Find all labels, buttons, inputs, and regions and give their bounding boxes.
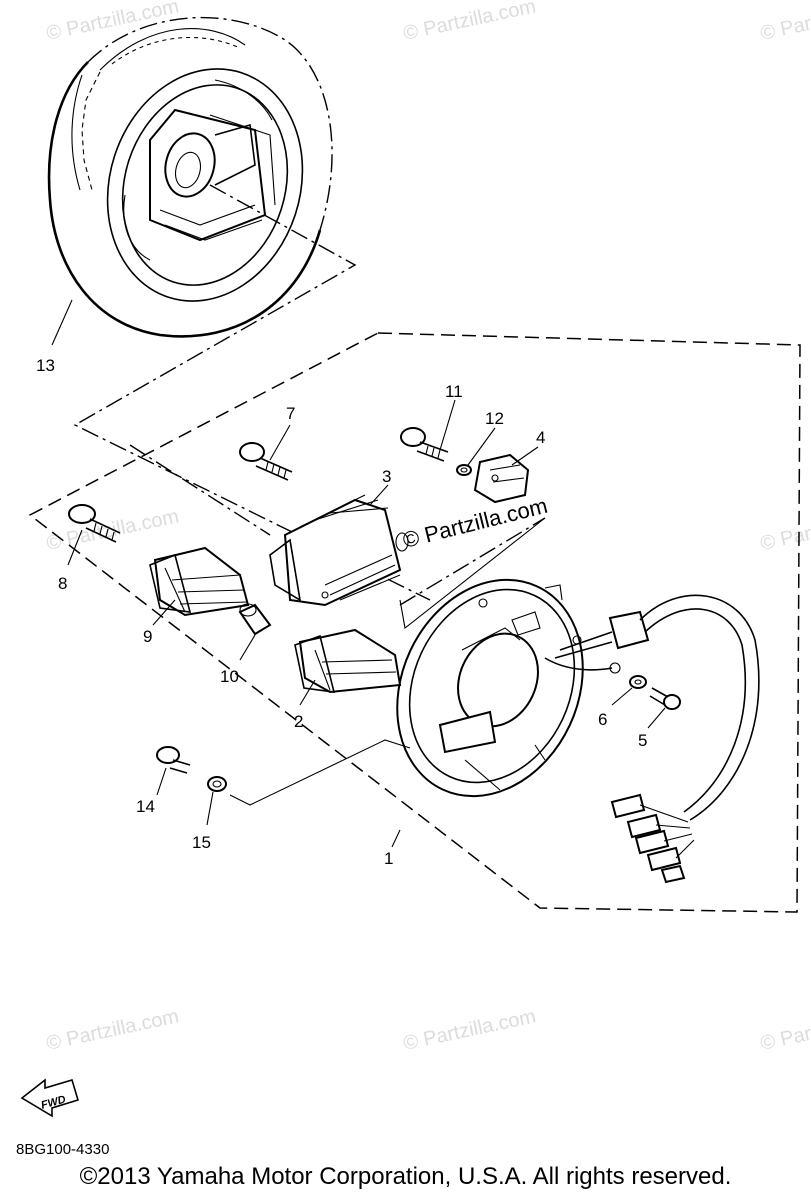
watermark: © Partzilla.com [44,0,180,45]
part-number-labels: 1 2 3 4 5 6 7 8 9 10 11 12 13 14 15 [36,356,647,868]
rotor-flywheel [47,16,333,338]
pickup-coil-2 [294,628,402,694]
part-label-13: 13 [36,356,55,375]
fwd-label: FWD [40,1094,67,1112]
part-label-4: 4 [536,428,545,447]
part-label-10: 10 [220,667,239,686]
part-label-2: 2 [294,712,303,731]
part-label-11: 11 [445,382,463,401]
watermark-inline: © Partzilla.com [400,493,550,553]
coil-assembly [269,494,409,607]
callout-lines [51,299,666,848]
screw-11 [400,427,449,462]
part-label-12: 12 [485,409,504,428]
watermark: © Partzilla.com [44,1005,180,1055]
part-label-9: 9 [143,627,152,646]
part-label-8: 8 [58,574,67,593]
screw-7 [239,442,293,481]
screw-5 [649,687,681,710]
watermark: © Partzilla.com [401,1005,537,1055]
lead-wire-harness [544,594,760,884]
leader-line [73,184,431,601]
pickup-coil-9 [149,546,250,617]
part-label-5: 5 [638,731,647,750]
watermark: © Partzilla.com [401,0,537,45]
watermark: © Partzilla.com [758,505,811,555]
diagram-code: 8BG100-4330 [16,1141,110,1158]
screw-14 [156,746,191,774]
washer-6 [629,675,647,689]
part-label-1: 1 [384,849,393,868]
screw-8 [68,504,121,543]
part-label-7: 7 [286,404,295,423]
pickup-coil-4 [473,453,530,504]
stator-plate [396,578,584,798]
assembly-boundary [28,332,801,913]
copyright-notice: ©2013 Yamaha Motor Corporation, U.S.A. A… [79,1163,732,1190]
collar [238,603,272,636]
leader-line [229,739,411,806]
part-label-6: 6 [598,710,607,729]
leader-line [129,444,271,536]
part-label-3: 3 [382,467,391,486]
watermark: © Partzilla.com [758,0,811,45]
part-label-14: 14 [136,797,155,816]
part-label-15: 15 [192,833,211,852]
leader-line [399,517,546,629]
washer-15 [207,776,227,792]
leader-line [399,517,546,606]
watermark: © Partzilla.com [758,1005,811,1055]
fwd-arrow-icon: FWD [20,1078,79,1118]
washer-12 [456,464,472,476]
